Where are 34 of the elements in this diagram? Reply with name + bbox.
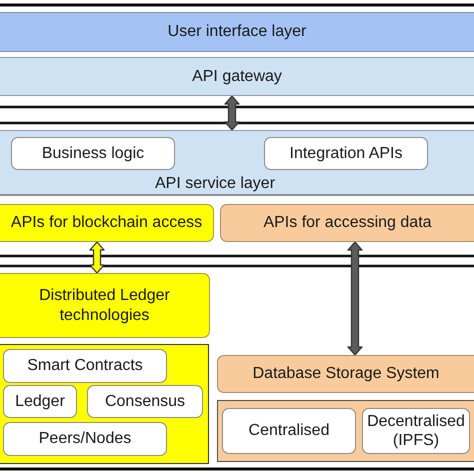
component-box — [3, 422, 167, 456]
component-label: Peers/Nodes — [38, 429, 132, 449]
group-panel — [217, 400, 474, 462]
component-box — [264, 137, 428, 170]
double-arrow — [347, 241, 363, 356]
component-box — [3, 385, 77, 418]
layer-label: API service layer — [154, 174, 276, 193]
component-label: Consensus — [104, 392, 186, 412]
double-arrow — [89, 241, 105, 274]
component-label: Decentralised (IPFS) — [366, 412, 466, 450]
component-label: Smart Contracts — [27, 356, 143, 376]
layer-label: APIs for blockchain access — [10, 213, 202, 233]
layer-label: User interface layer — [168, 22, 306, 42]
component-label: Ledger — [15, 392, 65, 412]
layer-box — [0, 273, 210, 338]
layer-box — [0, 204, 214, 242]
component-box — [3, 349, 167, 383]
component-box — [222, 408, 356, 454]
layer-band — [0, 57, 474, 96]
layer-box — [220, 204, 474, 242]
component-label: Business logic — [42, 144, 144, 164]
component-box — [11, 137, 175, 170]
layer-band — [0, 12, 474, 52]
layer-label: Distributed Ledger technologies — [38, 286, 171, 325]
double-arrow — [224, 95, 240, 131]
component-box — [87, 385, 203, 418]
component-label: Integration APIs — [290, 144, 402, 164]
layer-label: Database Storage System — [252, 364, 440, 384]
layer-band — [0, 130, 474, 196]
component-label: Centralised — [248, 421, 330, 441]
layer-box — [217, 355, 474, 393]
layer-label: API gateway — [192, 66, 282, 86]
layer-label: APIs for accessing data — [263, 213, 432, 233]
group-panel — [0, 344, 209, 464]
